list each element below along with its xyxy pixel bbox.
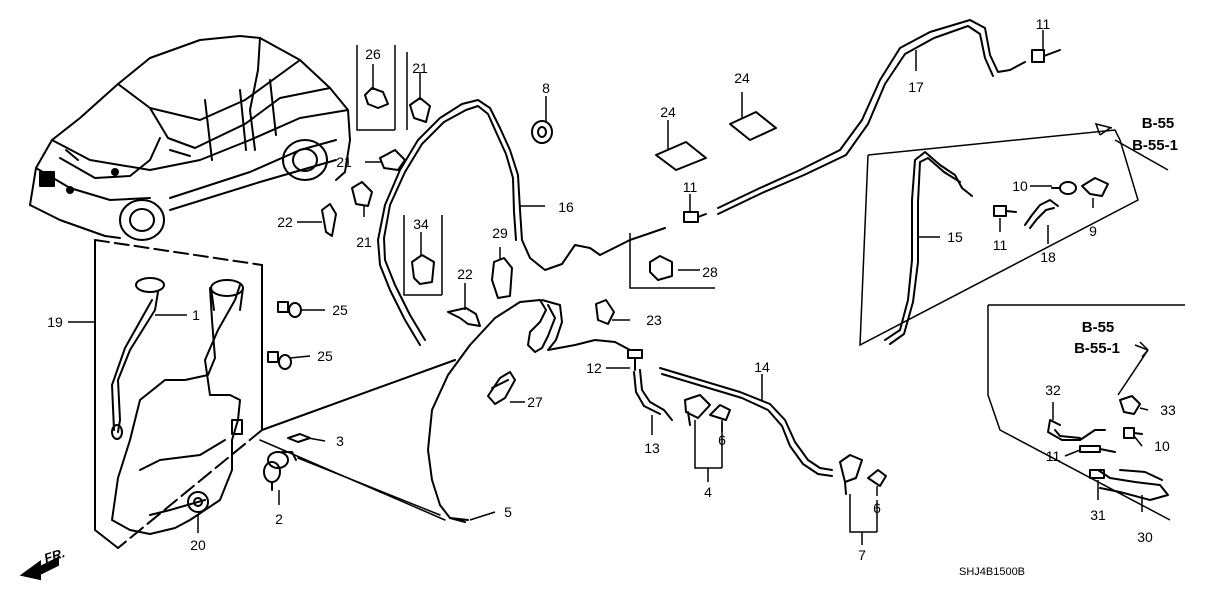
connector-9: [1081, 177, 1109, 197]
part-label-33[interactable]: 33: [1160, 402, 1176, 418]
check-valve-27: [487, 371, 516, 405]
hose-13: [633, 369, 673, 421]
joint-10-inset: [1123, 427, 1143, 439]
ref-label-b55-top[interactable]: B-55: [1141, 115, 1175, 132]
diagram-code: SHJ4B1500B: [958, 566, 1026, 578]
part-label-2[interactable]: 2: [275, 511, 283, 527]
hose-14: [659, 367, 833, 477]
joint-11-inset: [1079, 445, 1116, 453]
ref-label-b55-1-top[interactable]: B-55-1: [1132, 137, 1178, 154]
joint-11-top: [1031, 49, 1061, 63]
part-label-7[interactable]: 7: [858, 547, 866, 563]
part-label-6-right[interactable]: 6: [873, 500, 881, 516]
part-label-11-center[interactable]: 11: [682, 179, 698, 195]
part-label-30[interactable]: 30: [1137, 529, 1153, 545]
hose-5: [427, 299, 631, 523]
nozzle-cap-6-right: [867, 469, 887, 487]
part-label-11-right[interactable]: 11: [992, 237, 1008, 253]
part-label-34[interactable]: 34: [413, 216, 429, 232]
joint-33: [1119, 395, 1141, 415]
part-label-20[interactable]: 20: [190, 537, 206, 553]
part-label-28[interactable]: 28: [702, 264, 718, 280]
bolt-25-lower: [267, 351, 292, 370]
part-label-18[interactable]: 18: [1040, 249, 1056, 265]
pad-24-right: [729, 111, 777, 141]
part-label-25-upper[interactable]: 25: [332, 302, 348, 318]
part-label-17[interactable]: 17: [908, 79, 924, 95]
grommet-20: [187, 491, 209, 513]
vehicle-illustration: [29, 35, 351, 241]
hose-16: [377, 99, 666, 346]
ref-label-b55-inset[interactable]: B-55: [1081, 319, 1115, 336]
nozzle-7: [839, 454, 863, 495]
clip-22-left: [321, 203, 337, 237]
part-label-6-left[interactable]: 6: [718, 432, 726, 448]
reservoir-frame: [94, 239, 456, 549]
front-arrow: [19, 556, 59, 581]
washer-pump: [263, 451, 297, 491]
part-label-23[interactable]: 23: [646, 312, 662, 328]
part-label-22-center[interactable]: 22: [457, 266, 473, 282]
hose-15: [884, 151, 973, 345]
part-label-13[interactable]: 13: [644, 440, 660, 456]
gasket-3: [287, 433, 311, 443]
part-label-31[interactable]: 31: [1090, 507, 1106, 523]
part-label-11-top[interactable]: 11: [1035, 16, 1051, 32]
clip-34: [411, 254, 435, 285]
part-label-1[interactable]: 1: [192, 307, 200, 323]
part-label-10-right[interactable]: 10: [1012, 178, 1028, 194]
clip-29: [491, 257, 513, 299]
part-label-32[interactable]: 32: [1045, 382, 1061, 398]
part-label-11-inset[interactable]: 11: [1045, 448, 1061, 464]
part-label-21-a[interactable]: 21: [412, 60, 428, 76]
part-label-9[interactable]: 9: [1089, 223, 1097, 239]
joint-11-center: [683, 211, 707, 223]
ref-label-b55-1-inset[interactable]: B-55-1: [1074, 340, 1120, 357]
joint-11-right: [993, 205, 1017, 217]
part-label-4[interactable]: 4: [704, 484, 712, 500]
clip-22-center: [447, 307, 481, 327]
part-label-8[interactable]: 8: [542, 80, 550, 96]
part-label-27[interactable]: 27: [527, 394, 543, 410]
part-label-5[interactable]: 5: [504, 504, 512, 520]
hose-18: [1024, 199, 1059, 229]
hose-17: [717, 19, 1026, 215]
part-label-15[interactable]: 15: [947, 229, 963, 245]
nozzle-cap-6-left: [709, 404, 731, 421]
clip-21-c: [351, 181, 373, 207]
hose-30-32: [1047, 419, 1169, 501]
part-label-16[interactable]: 16: [558, 199, 574, 215]
part-label-26[interactable]: 26: [365, 46, 381, 62]
clip-26: [364, 87, 389, 109]
part-label-21-b[interactable]: 21: [336, 154, 352, 170]
nozzle-4: [684, 394, 711, 426]
bolt-25-upper: [277, 301, 302, 318]
part-label-14[interactable]: 14: [754, 359, 770, 375]
joint-10-right: [1051, 181, 1077, 195]
part-label-3[interactable]: 3: [336, 433, 344, 449]
part-label-25-lower[interactable]: 25: [317, 348, 333, 364]
washer-reservoir: [111, 279, 244, 535]
filler-cap: [111, 277, 165, 440]
part-label-22-left[interactable]: 22: [277, 214, 293, 230]
clip-21-b: [379, 149, 406, 171]
joint-12: [627, 349, 643, 371]
grommet-8: [531, 120, 553, 144]
part-label-12[interactable]: 12: [586, 360, 602, 376]
pad-24-left: [655, 141, 707, 171]
clip-23: [595, 299, 615, 325]
part-label-24-right[interactable]: 24: [734, 70, 750, 86]
part-label-29[interactable]: 29: [492, 225, 508, 241]
clip-28: [649, 255, 673, 281]
joint-31: [1089, 469, 1105, 479]
part-label-24-left[interactable]: 24: [660, 104, 676, 120]
part-label-21-c[interactable]: 21: [356, 234, 372, 250]
part-label-10-inset[interactable]: 10: [1154, 438, 1170, 454]
part-label-19[interactable]: 19: [47, 314, 63, 330]
clip-21-a: [409, 97, 431, 123]
